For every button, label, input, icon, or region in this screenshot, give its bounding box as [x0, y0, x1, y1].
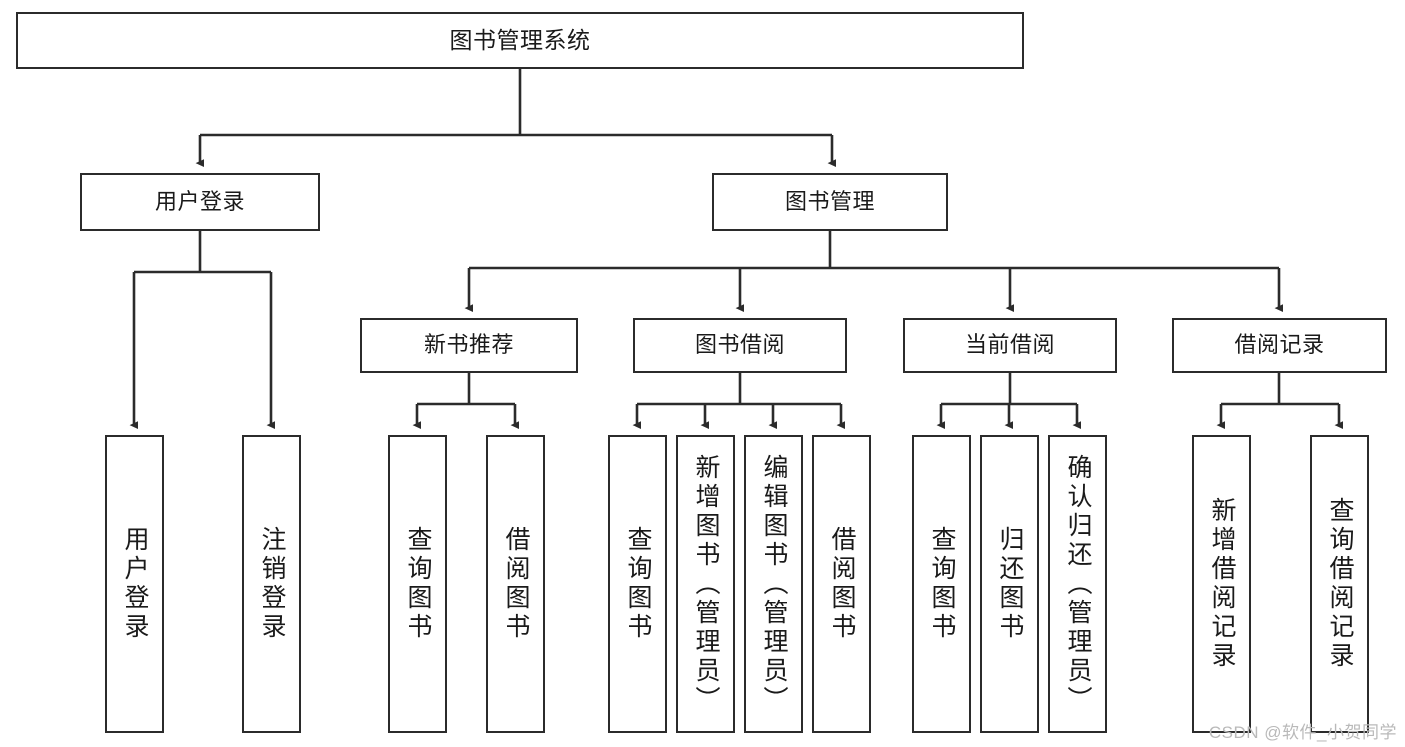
- node-leaf-return-book[interactable]: 归还图书: [980, 435, 1039, 733]
- node-leaf-user-login-label: 用户登录: [121, 526, 149, 642]
- node-root-label: 图书管理系统: [449, 26, 591, 53]
- node-leaf-edit-book-admin-label: 编辑图书（管理员）: [760, 453, 788, 715]
- node-current-borrow-label: 当前借阅: [964, 332, 1055, 358]
- node-leaf-edit-book-admin[interactable]: 编辑图书（管理员）: [744, 435, 803, 733]
- node-leaf-query-book-2[interactable]: 查询图书: [608, 435, 667, 733]
- node-leaf-query-book-3[interactable]: 查询图书: [912, 435, 971, 733]
- node-leaf-borrow-book-2-label: 借阅图书: [828, 526, 856, 642]
- node-borrow-record-label: 借阅记录: [1234, 332, 1325, 358]
- watermark-text: CSDN @软件_小贺同学: [1208, 723, 1397, 742]
- node-leaf-return-book-label: 归还图书: [996, 526, 1024, 642]
- node-leaf-add-borrow-record[interactable]: 新增借阅记录: [1192, 435, 1251, 733]
- node-book-borrow[interactable]: 图书借阅: [633, 318, 847, 373]
- node-leaf-add-book-admin[interactable]: 新增图书（管理员）: [676, 435, 735, 733]
- node-leaf-query-book-3-label: 查询图书: [928, 526, 956, 642]
- node-leaf-query-borrow-record-label: 查询借阅记录: [1326, 497, 1354, 671]
- node-book-manage-label: 图书管理: [784, 188, 875, 214]
- node-book-borrow-label: 图书借阅: [694, 332, 785, 358]
- node-leaf-logout-login[interactable]: 注销登录: [242, 435, 301, 733]
- node-new-book-recommend-label: 新书推荐: [423, 332, 514, 358]
- node-root[interactable]: 图书管理系统: [16, 12, 1024, 69]
- node-new-book-recommend[interactable]: 新书推荐: [360, 318, 578, 373]
- node-leaf-query-borrow-record[interactable]: 查询借阅记录: [1310, 435, 1369, 733]
- node-leaf-query-book-1-label: 查询图书: [404, 526, 432, 642]
- node-user-login-label: 用户登录: [154, 188, 245, 214]
- node-leaf-borrow-book-1-label: 借阅图书: [502, 526, 530, 642]
- node-book-manage[interactable]: 图书管理: [712, 173, 948, 231]
- node-leaf-add-borrow-record-label: 新增借阅记录: [1208, 497, 1236, 671]
- node-leaf-confirm-return-admin-label: 确认归还（管理员）: [1064, 453, 1092, 715]
- node-leaf-user-login[interactable]: 用户登录: [105, 435, 164, 733]
- node-leaf-query-book-2-label: 查询图书: [624, 526, 652, 642]
- node-leaf-logout-login-label: 注销登录: [258, 526, 286, 642]
- node-leaf-query-book-1[interactable]: 查询图书: [388, 435, 447, 733]
- node-borrow-record[interactable]: 借阅记录: [1172, 318, 1387, 373]
- node-leaf-add-book-admin-label: 新增图书（管理员）: [692, 453, 720, 715]
- node-leaf-borrow-book-2[interactable]: 借阅图书: [812, 435, 871, 733]
- node-user-login[interactable]: 用户登录: [80, 173, 320, 231]
- node-leaf-borrow-book-1[interactable]: 借阅图书: [486, 435, 545, 733]
- node-current-borrow[interactable]: 当前借阅: [903, 318, 1117, 373]
- node-leaf-confirm-return-admin[interactable]: 确认归还（管理员）: [1048, 435, 1107, 733]
